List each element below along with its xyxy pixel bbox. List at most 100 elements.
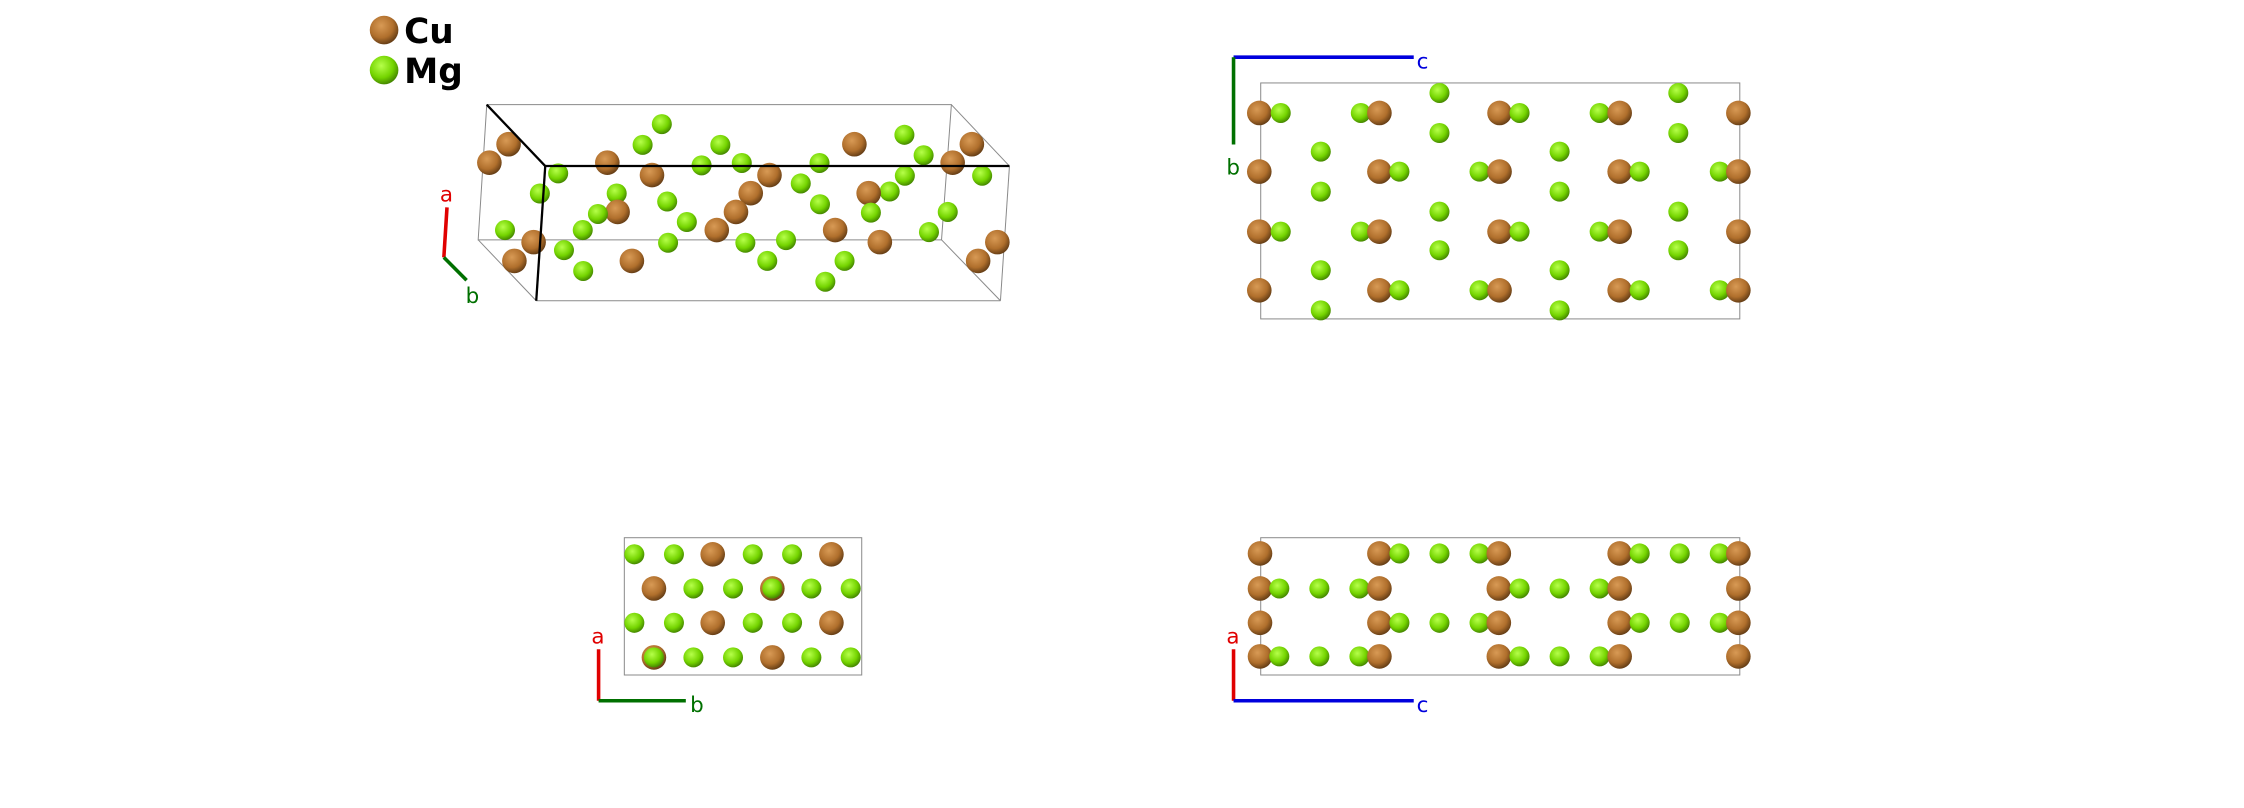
cu-atom <box>1726 610 1751 636</box>
atoms-bc-view <box>1246 82 1751 321</box>
mg-atom <box>1349 578 1370 599</box>
cu-atom <box>738 180 764 206</box>
cu-atom <box>1487 159 1512 184</box>
cu-atom <box>1367 100 1392 126</box>
mg-atom <box>1668 240 1689 261</box>
view-ac-plane: a c <box>1226 537 1751 718</box>
mg-atom <box>1350 221 1371 242</box>
mg-atom <box>1669 543 1690 564</box>
mg-atom <box>723 578 744 599</box>
cu-atom <box>641 576 667 601</box>
cu-atom <box>856 180 881 206</box>
mg-atom <box>624 544 645 565</box>
cu-atom <box>1726 159 1751 184</box>
mg-atom <box>1389 280 1410 301</box>
mg-atom <box>1310 300 1331 321</box>
atoms-ac-view <box>1247 541 1751 669</box>
axis-indicator-ab: a b <box>591 625 703 719</box>
mg-atom <box>683 647 704 668</box>
mg-atom <box>1269 578 1290 599</box>
mg-atom <box>624 612 645 633</box>
mg-atom <box>1469 612 1490 633</box>
mg-atom <box>1469 543 1490 564</box>
cu-atom <box>867 229 893 255</box>
mg-atom <box>913 145 934 166</box>
mg-atom <box>1669 612 1690 633</box>
axis-a-label: a <box>1226 625 1239 650</box>
mg-atom <box>1629 161 1650 182</box>
mg-atom <box>1310 260 1331 281</box>
mg-atom <box>757 250 778 271</box>
mg-atom <box>1429 612 1450 633</box>
cu-atom <box>1246 219 1272 244</box>
cu-atom <box>521 229 546 255</box>
mg-atom <box>1668 122 1689 144</box>
mg-atom <box>529 183 550 204</box>
mg-atom <box>894 165 915 186</box>
mg-atom <box>1589 646 1610 667</box>
mg-atom <box>663 612 684 633</box>
mg-atom <box>723 647 744 668</box>
mg-atom <box>972 165 993 186</box>
mg-atom <box>776 230 797 251</box>
axis-indicator-bc: c b <box>1226 50 1428 181</box>
cu-atom <box>605 199 630 225</box>
cu-atom <box>700 610 726 636</box>
mg-atom <box>587 203 608 224</box>
mg-atom <box>742 612 763 633</box>
axis-a-label: a <box>591 625 604 650</box>
cu-atom <box>1607 644 1632 669</box>
cu-legend-sphere-icon <box>369 15 399 45</box>
mg-atom <box>1309 646 1330 667</box>
mg-atom <box>1549 141 1570 162</box>
mg-atom <box>1429 201 1450 222</box>
mg-atom <box>840 647 861 668</box>
cu-atom <box>1726 219 1751 244</box>
mg-atom <box>632 134 653 155</box>
cu-atom <box>760 645 785 670</box>
cu-atom <box>1487 278 1512 303</box>
mg-atom <box>1310 181 1331 202</box>
mg-atom <box>809 152 830 173</box>
axis-b-label: b <box>466 284 480 309</box>
axis-c-label: c <box>1417 693 1429 718</box>
cu-atom <box>1726 644 1751 669</box>
cu-atom <box>1367 644 1392 669</box>
axis-b-label: b <box>1226 155 1240 180</box>
cu-atom <box>1367 576 1392 601</box>
mg-atom <box>494 220 516 241</box>
mg-atom <box>834 250 855 271</box>
mg-atom <box>1629 612 1650 633</box>
mg-atom <box>801 578 822 599</box>
mg-atom <box>860 202 881 223</box>
cu-atom <box>1607 219 1632 244</box>
mg-atom <box>790 173 811 194</box>
mg-atom <box>657 191 678 212</box>
mg-atom <box>643 647 664 668</box>
atoms-perspective <box>477 114 1010 292</box>
axis-indicator-perspective: a b <box>440 183 479 310</box>
cu-atom <box>940 150 965 175</box>
cu-atom <box>1367 610 1392 636</box>
mg-atom <box>879 181 900 202</box>
view-bc-plane: c b <box>1226 50 1751 321</box>
mg-atom <box>782 544 803 565</box>
cu-atom <box>819 542 844 567</box>
cu-atom <box>819 610 844 636</box>
mg-atom <box>1509 221 1530 242</box>
mg-atom <box>1389 543 1410 564</box>
mg-atom <box>663 544 684 565</box>
mg-atom <box>894 124 915 145</box>
cu-atom <box>1726 576 1751 601</box>
unit-cell-axes-edges <box>485 103 1010 301</box>
atoms-ab-view <box>624 542 861 670</box>
mg-atom <box>1549 260 1570 281</box>
mg-atom <box>1389 161 1410 182</box>
mg-atom <box>1389 612 1410 633</box>
mg-atom <box>548 163 569 184</box>
cu-atom <box>477 150 502 175</box>
mg-atom <box>1709 543 1730 564</box>
cu-atom <box>704 217 730 243</box>
cu-atom <box>1246 278 1272 303</box>
cu-atom <box>757 162 782 188</box>
